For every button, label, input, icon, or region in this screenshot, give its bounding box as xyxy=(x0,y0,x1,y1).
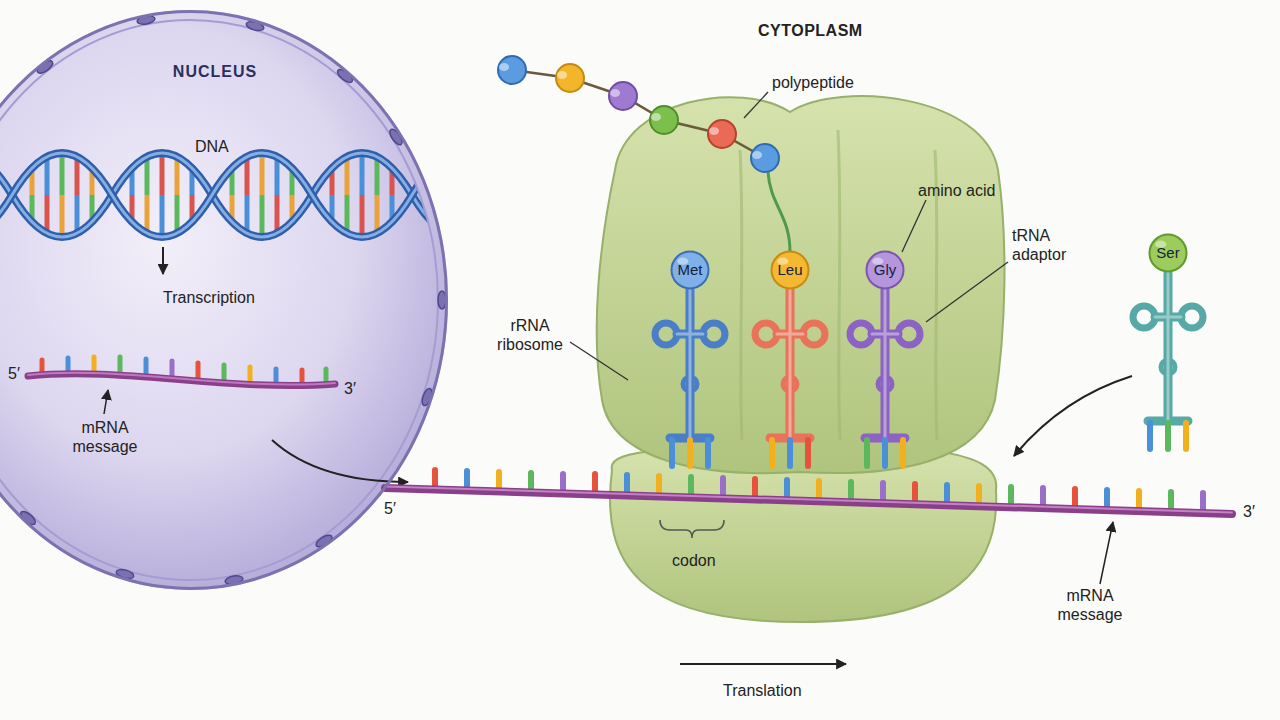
label-holder: Transcription xyxy=(163,288,255,307)
structure-label: amino acid xyxy=(918,181,995,200)
mrna-base xyxy=(170,361,175,376)
export-arrow xyxy=(272,440,408,482)
base-pair xyxy=(32,153,492,237)
trna-adaptor xyxy=(1133,273,1203,421)
leader-line xyxy=(926,262,1008,322)
node-text: Ser xyxy=(1156,244,1179,262)
region-label: CYTOPLASM xyxy=(758,21,863,40)
anticodon-base xyxy=(867,423,1168,466)
structure-label: codon xyxy=(672,551,716,570)
leader-line xyxy=(902,200,926,252)
end-label: 3′ xyxy=(344,379,356,398)
label-holder: Translation xyxy=(723,681,802,700)
amino-acid-circle: Met xyxy=(670,250,710,290)
amino-acid-circle: Leu xyxy=(770,250,810,290)
process-label: Translation xyxy=(723,681,802,700)
node-text: Met xyxy=(677,261,702,279)
mrna-strand-highlight xyxy=(28,373,335,385)
end-label: 5′ xyxy=(8,364,20,383)
label-holder: codon xyxy=(672,551,716,570)
nucleus-fill xyxy=(0,10,448,590)
label-holder: amino acid xyxy=(918,181,995,200)
trna-adaptor xyxy=(850,290,920,438)
amino-acid-ball xyxy=(772,252,809,289)
end-label: 5′ xyxy=(384,499,396,518)
bead-highlight xyxy=(499,63,762,159)
amino-acid-ball xyxy=(672,252,709,289)
leader-line xyxy=(744,92,768,118)
structure-label: DNA xyxy=(195,137,229,156)
structure-label: mRNA message xyxy=(1050,586,1130,624)
label-holder: mRNA message xyxy=(1050,586,1130,624)
anticodon-base xyxy=(672,423,1150,466)
mrna-strand xyxy=(385,488,1232,514)
anticodon-base xyxy=(805,440,811,466)
label-holder: mRNA message xyxy=(67,418,143,456)
structure-label: tRNA adaptor xyxy=(1012,226,1096,264)
nucleus-envelope xyxy=(0,12,447,589)
mrna-strand-highlight xyxy=(385,487,1232,513)
node-text: Leu xyxy=(777,261,802,279)
anticodon-base xyxy=(690,423,1186,466)
label-holder: tRNA adaptor xyxy=(1012,226,1096,264)
peptide-bond xyxy=(512,70,765,158)
node-text: NUCLEUS xyxy=(173,62,257,81)
label-holder: DNA xyxy=(195,137,229,156)
process-label: Transcription xyxy=(163,288,255,307)
nuclear-membrane xyxy=(0,20,438,580)
process-arrow xyxy=(162,247,164,274)
label-holder: 5′ xyxy=(8,364,20,383)
trna-adaptor xyxy=(655,290,725,438)
dna-strand-highlight xyxy=(0,153,512,237)
mrna-strand xyxy=(28,374,335,386)
end-label: 3′ xyxy=(1243,502,1255,521)
dna-helix xyxy=(0,153,512,237)
base-pair xyxy=(32,153,492,237)
amino-acid-ball xyxy=(1150,235,1187,272)
leader-arrow xyxy=(104,390,108,414)
structure-label: rRNA ribosome xyxy=(490,316,570,354)
leader-arrow xyxy=(1100,522,1113,584)
nuclear-pores xyxy=(19,14,446,585)
leader-line xyxy=(570,342,628,380)
label-holder: 5′ xyxy=(384,499,396,518)
dna-helix xyxy=(0,153,512,237)
trna-adaptor xyxy=(755,290,825,438)
amino-acid-circle: Gly xyxy=(865,250,905,290)
dna-strand-highlight xyxy=(0,153,512,237)
label-holder: polypeptide xyxy=(772,73,854,92)
ribosome-small-subunit xyxy=(610,448,996,622)
node-text: Gly xyxy=(874,261,897,279)
dna-strand xyxy=(0,153,512,237)
codon-bracket xyxy=(660,520,724,538)
amino-acid-ball xyxy=(867,252,904,289)
label-holder: 3′ xyxy=(1243,502,1255,521)
label-holder: 3′ xyxy=(344,379,356,398)
label-holder: CYTOPLASM xyxy=(758,21,863,40)
dna-strand xyxy=(0,153,512,237)
label-holder: rRNA ribosome xyxy=(490,316,570,354)
ribosome-groove xyxy=(740,130,937,440)
process-arrow xyxy=(680,663,846,665)
entry-arrow xyxy=(1014,376,1132,456)
amino-acid-circle: Ser xyxy=(1148,233,1188,273)
nuclear-pore xyxy=(438,291,446,309)
structure-label: polypeptide xyxy=(772,73,854,92)
ribosome-large-subunit xyxy=(597,96,1005,473)
peptide-link xyxy=(768,172,790,252)
structure-label: mRNA message xyxy=(67,418,143,456)
